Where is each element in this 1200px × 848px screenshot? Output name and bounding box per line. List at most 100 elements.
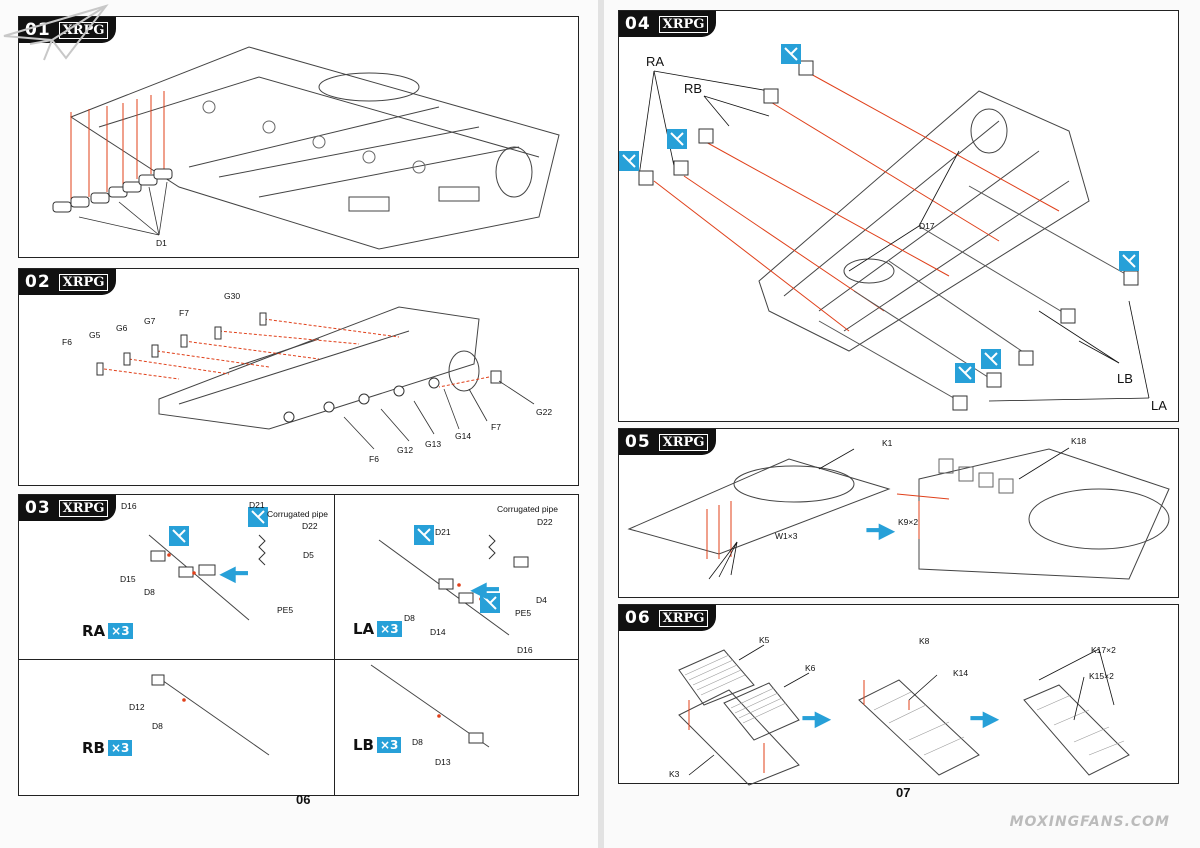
blue-arrow-icon: ━▶ — [867, 520, 895, 542]
step-02-header: 02 XRPG — [19, 269, 117, 295]
page-gutter — [598, 0, 604, 848]
part-label: RB — [684, 81, 703, 96]
part-label: D21 — [249, 500, 265, 510]
part-label: K6 — [805, 663, 816, 673]
part-label: K14 — [953, 668, 969, 678]
part-label: K17×2 — [1091, 645, 1116, 655]
step-number: 03 — [25, 498, 51, 518]
part-label: LB — [1117, 371, 1133, 386]
watermark: MOXINGFANS.COM — [1009, 814, 1170, 830]
part-label: W1×3 — [775, 531, 798, 541]
part-label: G22 — [536, 407, 553, 417]
part-label: F7 — [179, 308, 189, 318]
part-label: D4 — [536, 595, 547, 605]
part-label: D1 — [156, 238, 167, 248]
step-04-header: 04 XRPG — [619, 11, 717, 37]
check-icon — [619, 151, 639, 171]
check-icon — [667, 129, 687, 149]
part-label: G30 — [224, 291, 241, 301]
part-label: G7 — [144, 316, 156, 326]
step-number: 06 — [625, 608, 651, 628]
step-03-vertical-divider — [334, 495, 335, 795]
brand-logo: XRPG — [658, 15, 709, 33]
part-label: F6 — [369, 454, 379, 464]
part-label: D22 — [302, 521, 318, 531]
part-label: D15 — [120, 574, 136, 584]
sub-name: RB — [82, 739, 105, 757]
part-label: D21 — [435, 527, 451, 537]
ra-subassembly-label: RA×3 — [82, 622, 133, 640]
step-03-horizontal-divider — [19, 659, 578, 660]
check-icon — [248, 507, 268, 527]
step-01-drawing — [52, 46, 560, 250]
check-icon — [480, 593, 500, 613]
step-number: 02 — [25, 272, 51, 292]
part-label: K15×2 — [1089, 671, 1114, 681]
part-label: G6 — [116, 323, 128, 333]
blue-arrow-icon: ━▶ — [971, 708, 999, 730]
page-number-right: 07 — [896, 785, 911, 800]
part-label: D8 — [404, 613, 415, 623]
step-04-drawing — [638, 60, 1150, 411]
brand-logo: XRPG — [58, 273, 109, 291]
check-icon — [169, 526, 189, 546]
part-label: D14 — [430, 627, 446, 637]
rb-subassembly-label: RB×3 — [82, 739, 133, 757]
part-label: D13 — [435, 757, 451, 767]
step-04-panel: 04 XRPG — [618, 10, 1179, 422]
blue-arrow-icon: ◀━ — [220, 563, 248, 585]
blue-arrow-icon: ━▶ — [803, 708, 831, 730]
check-icon — [955, 363, 975, 383]
part-label: D8 — [152, 721, 163, 731]
part-label: Corrugated pipe — [497, 504, 558, 514]
step-02-drawing — [96, 306, 535, 450]
step-06-panel: 06 XRPG ━▶ ━▶ K5 K6 K3 K8 K14 K17×2 K15×2 — [618, 604, 1179, 786]
part-label: PE5 — [515, 608, 532, 618]
check-icon — [1119, 251, 1139, 271]
brand-logo: XRPG — [658, 609, 709, 627]
part-label: G5 — [89, 330, 101, 340]
step-05-header: 05 XRPG — [619, 429, 717, 455]
step-06-drawing — [678, 644, 1130, 786]
sub-name: RA — [82, 622, 106, 640]
check-icon — [781, 44, 801, 64]
part-label: K8 — [919, 636, 930, 646]
part-label: D22 — [537, 517, 553, 527]
step-05-drawing — [627, 447, 1170, 580]
sub-name: LA — [353, 620, 375, 638]
part-label: K3 — [669, 769, 680, 779]
brand-logo: XRPG — [658, 433, 709, 451]
part-label: K1 — [882, 438, 893, 448]
part-label: F7 — [491, 422, 501, 432]
multiplier-badge: ×3 — [377, 737, 402, 753]
lb-subassembly-label: LB×3 — [353, 736, 402, 754]
page-number-left: 06 — [296, 792, 311, 807]
la-subassembly-label: LA×3 — [353, 620, 402, 638]
step-number: 04 — [625, 14, 651, 34]
step-06-header: 06 XRPG — [619, 605, 717, 631]
step-03-drawing — [148, 534, 529, 756]
part-label: Corrugated pipe — [267, 509, 328, 519]
paper-plane-watermark-icon — [3, 4, 109, 61]
part-label: G12 — [397, 445, 414, 455]
multiplier-badge: ×3 — [108, 623, 133, 639]
part-label: D17 — [919, 221, 935, 231]
multiplier-badge: ×3 — [377, 621, 402, 637]
step-number: 05 — [625, 432, 651, 452]
brand-logo: XRPG — [58, 499, 109, 517]
part-label: PE5 — [277, 605, 294, 615]
part-label: G14 — [455, 431, 472, 441]
part-label: D12 — [129, 702, 145, 712]
check-icon — [414, 525, 434, 545]
part-label: LA — [1151, 398, 1167, 413]
check-icon — [981, 349, 1001, 369]
part-label: K5 — [759, 635, 770, 645]
step-02-panel: 02 XRPG G30 F7 G7 G6 G5 F6 G22 F7 G14 G13… — [18, 268, 579, 486]
part-label: K9×2 — [898, 517, 919, 527]
part-label: D16 — [121, 501, 137, 511]
part-label: D16 — [517, 645, 533, 655]
part-label: D8 — [144, 587, 155, 597]
part-label: G13 — [425, 439, 442, 449]
